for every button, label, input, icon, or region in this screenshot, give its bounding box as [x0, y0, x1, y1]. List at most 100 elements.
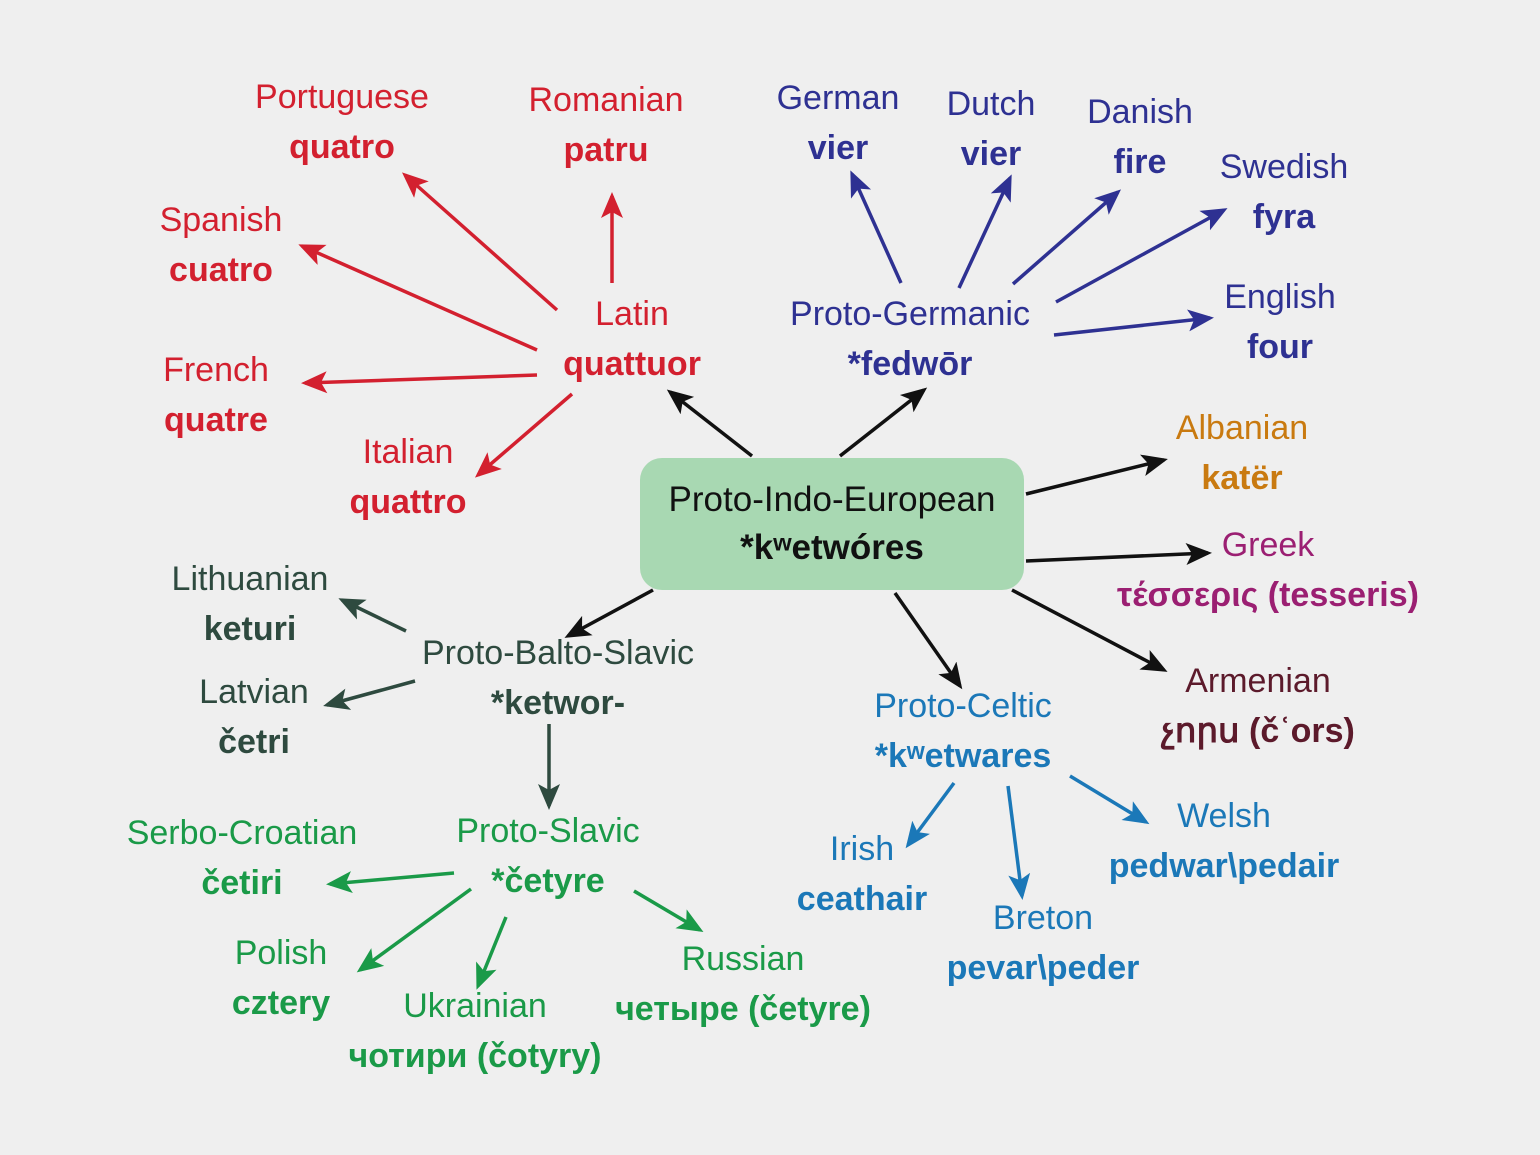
arrow-pie-albanian	[1025, 454, 1168, 496]
arrow-pie-celtic	[893, 591, 963, 690]
node-name: Welsh	[1177, 797, 1271, 835]
node-word: four	[1246, 328, 1314, 366]
node-word: četri	[218, 723, 290, 761]
node-name: Armenian	[1185, 662, 1331, 700]
node-dutch: Dutch vier	[947, 79, 1036, 179]
arrow-germanic-dutch	[957, 174, 1012, 289]
node-lithuanian: Lithuanian keturi	[172, 554, 329, 654]
arrow-slavic-polish	[356, 887, 473, 973]
node-portuguese: Portuguese quatro	[255, 72, 429, 172]
node-word: *kʷetwóres	[740, 528, 924, 567]
arrow-celtic-irish	[905, 781, 956, 849]
node-name: Swedish	[1219, 148, 1349, 186]
arrow-celtic-welsh	[1069, 774, 1150, 825]
node-latin: Latin quattuor	[563, 289, 701, 389]
node-name: German	[776, 79, 900, 117]
node-word: fyra	[1252, 198, 1316, 236]
node-word: τέσσερις (tesseris)	[1117, 576, 1419, 614]
node-name: Portuguese	[255, 78, 429, 116]
node-name: Polish	[234, 934, 328, 972]
node-name: Latvian	[199, 673, 309, 711]
arrow-pie-greek	[1025, 542, 1212, 565]
arrow-germanic-swedish	[1055, 208, 1228, 304]
node-spanish: Spanish cuatro	[160, 195, 283, 295]
node-word: pevar\peder	[946, 949, 1140, 987]
node-italian: Italian quattro	[349, 427, 466, 527]
node-proto-celtic: Proto-Celtic *kʷetwares	[874, 681, 1052, 781]
arrow-latin-french	[301, 371, 538, 394]
arrow-pie-balto-slavic	[564, 588, 654, 638]
node-proto-balto-slavic: Proto-Balto-Slavic *ketwor-	[422, 628, 694, 728]
node-name: Italian	[362, 433, 454, 471]
node-latvian: Latvian četri	[199, 667, 309, 767]
node-irish: Irish ceathair	[797, 824, 927, 924]
node-polish: Polish cztery	[232, 928, 330, 1028]
arrow-balto-latvian	[323, 679, 416, 710]
node-name: Serbo-Croatian	[126, 814, 358, 852]
node-name: Albanian	[1175, 409, 1309, 447]
node-name: Dutch	[946, 85, 1036, 123]
node-word: *kʷetwares	[874, 737, 1052, 775]
arrow-slavic-russian	[633, 889, 704, 933]
arrow-latin-italian	[474, 392, 574, 478]
arrow-germanic-english	[1053, 309, 1214, 337]
node-greek: Greek τέσσερις (tesseris)	[1117, 520, 1419, 620]
node-name: Proto-Germanic	[790, 295, 1030, 333]
arrow-pie-germanic	[838, 387, 928, 458]
node-german: German vier	[777, 73, 900, 173]
node-proto-slavic: Proto-Slavic*četyre	[456, 806, 639, 906]
node-serbo-croatian: Serbo-Croatian četiri	[127, 808, 358, 908]
node-name: Lithuanian	[171, 560, 329, 598]
arrow-balto-lithuanian	[338, 598, 407, 633]
node-word: ceathair	[796, 880, 928, 918]
arrow-pie-armenian	[1011, 588, 1168, 672]
arrow-germanic-german	[850, 170, 903, 284]
node-russian: Russian четыре (četyre)	[615, 934, 871, 1034]
node-name: Russian	[681, 940, 805, 978]
arrow-germanic-danish	[1011, 189, 1122, 286]
node-name: Irish	[829, 830, 895, 868]
node-word: quattro	[349, 483, 467, 521]
arrow-slavic-ukrainian	[476, 916, 508, 990]
node-name: Danish	[1087, 93, 1193, 131]
node-swedish: Swedish fyra	[1220, 142, 1349, 242]
node-word: quatre	[164, 401, 268, 439]
node-name: French	[163, 351, 269, 389]
node-proto-germanic: Proto-Germanic *fedwōr	[790, 289, 1030, 389]
node-word: četiri	[201, 864, 283, 902]
node-word: cztery	[231, 984, 331, 1022]
node-armenian: Armenian չորս (čʿors)	[1161, 656, 1355, 756]
node-word: *fedwōr	[847, 345, 973, 383]
node-name: Proto-Indo-European	[668, 480, 996, 519]
node-name: Proto-Balto-Slavic	[421, 634, 695, 672]
node-word: четыре (četyre)	[615, 990, 871, 1028]
node-name: Greek	[1221, 526, 1315, 564]
arrow-celtic-breton	[1006, 785, 1031, 900]
node-name: Proto-Celtic	[874, 687, 1052, 725]
node-word: чотири (čotyry)	[348, 1037, 602, 1075]
arrow-slavic-serbo-croatian	[326, 871, 455, 894]
node-word: *ketwor-	[490, 684, 626, 722]
node-name: English	[1224, 278, 1336, 316]
node-word: quatro	[289, 128, 395, 166]
arrow-latin-spanish	[298, 244, 538, 352]
node-proto-indo-european: Proto-Indo-European *kʷetwóres	[640, 458, 1024, 590]
node-word: keturi	[203, 610, 297, 648]
node-english: English four	[1224, 272, 1336, 372]
node-word: patru	[563, 131, 649, 169]
node-french: French quatre	[163, 345, 269, 445]
node-word: quattuor	[563, 345, 701, 383]
node-word: cuatro	[169, 251, 273, 289]
node-name: Latin	[595, 295, 669, 333]
node-word: vier	[960, 135, 1022, 173]
node-name: Spanish	[159, 201, 283, 239]
node-name: Ukrainian	[403, 987, 547, 1025]
node-word: vier	[807, 129, 869, 167]
node-word: չորս (čʿors)	[1161, 712, 1355, 750]
arrow-pie-latin	[666, 389, 754, 458]
